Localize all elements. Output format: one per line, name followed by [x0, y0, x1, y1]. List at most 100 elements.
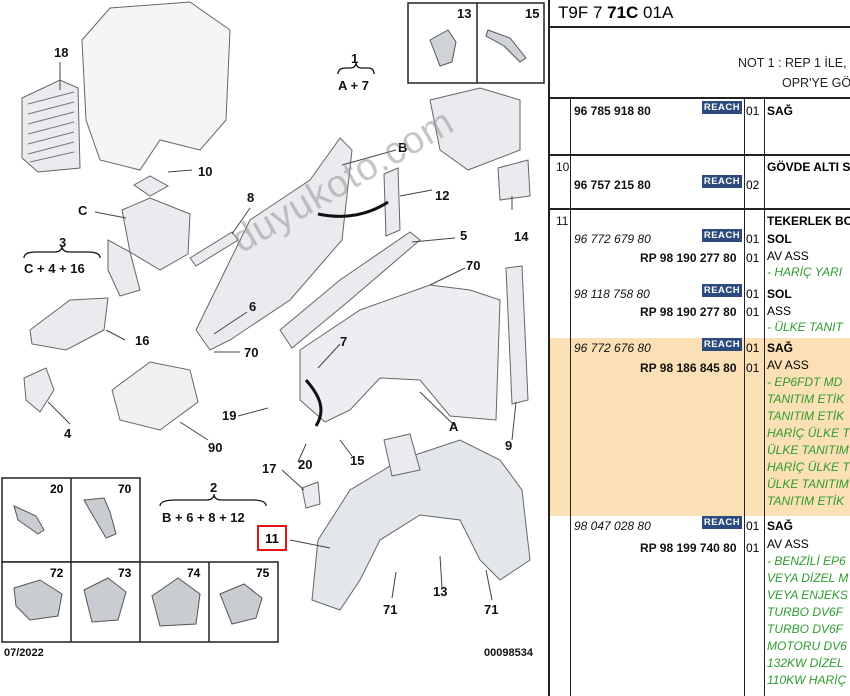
label-18: 18	[54, 45, 69, 60]
reach-badge: REACH	[702, 229, 742, 242]
note-text: - EP6FDT MD	[767, 375, 843, 389]
reach-badge: REACH	[702, 175, 742, 188]
label-5: 5	[460, 228, 468, 243]
part-11-top	[383, 433, 421, 477]
label-1: 1	[351, 51, 359, 66]
label-A: A	[449, 419, 459, 434]
description: SAĞ	[767, 104, 794, 118]
header-prefix: T9F 7	[558, 3, 608, 22]
label-16: 16	[135, 333, 150, 348]
part-11-liner	[311, 439, 531, 611]
label-20: 20	[298, 457, 313, 472]
grid-part-icons	[13, 497, 263, 627]
part-number[interactable]: 98 118 758 80	[574, 287, 650, 301]
grid-label-20: 20	[50, 482, 64, 496]
label-B: B	[398, 140, 408, 155]
header-suffix: 01A	[638, 3, 674, 22]
label-70-a: 70	[466, 258, 481, 273]
replacement-number[interactable]: RP 98 186 845 80	[640, 361, 737, 375]
part-18-grille	[21, 79, 81, 173]
diagram-code: 00098534	[484, 647, 533, 659]
arrow-12	[317, 200, 389, 218]
part-B-apron	[195, 137, 353, 351]
diagram-drawing	[1, 1, 545, 643]
note-text: 110KW HARİÇ	[767, 673, 847, 687]
part-5-rail	[279, 231, 421, 349]
part-11-callout[interactable]: 11	[257, 525, 287, 551]
quantity: 01	[746, 361, 760, 375]
note-line-2: OPR'YE GÖ	[782, 76, 850, 90]
part-8-strip	[189, 231, 239, 267]
part-9-trim	[505, 265, 529, 405]
part-14-bracket	[497, 159, 531, 201]
part-1-wheelhouse	[81, 1, 231, 171]
header-bold: 71C	[607, 3, 639, 22]
parts-table: T9F 7 71C 01A NOT 1 : REP 1 İLE, OPR'YE …	[548, 0, 850, 696]
label-9: 9	[505, 438, 513, 453]
note-text: VEYA ENJEKS	[767, 588, 848, 602]
description: AV ASS	[767, 358, 809, 372]
label-2: 2	[210, 480, 218, 495]
quantity: 01	[746, 232, 760, 246]
quantity: 01	[746, 104, 760, 118]
label-13-b: 13	[433, 584, 448, 599]
ref-number: 10	[556, 160, 570, 174]
highlight-row	[550, 338, 850, 516]
leader-lines	[47, 62, 517, 601]
arrow-19	[304, 379, 323, 427]
fastener-box	[407, 2, 545, 84]
description: SOL	[767, 232, 792, 246]
replacement-number[interactable]: RP 98 199 740 80	[640, 541, 737, 555]
table-header: T9F 7 71C 01A	[550, 0, 850, 26]
part-12-strip	[383, 167, 401, 237]
fastener-icons	[429, 29, 527, 67]
col-divider	[744, 97, 745, 696]
diagram-date: 07/2022	[4, 647, 44, 659]
grid-label-72: 72	[50, 566, 64, 580]
label-C: C	[78, 203, 88, 218]
part-number[interactable]: 96 772 679 80	[574, 232, 651, 246]
note-text: - BENZİLİ EP6	[767, 554, 846, 568]
ref-number: 11	[556, 214, 569, 228]
part-number[interactable]: 96 757 215 80	[574, 178, 651, 192]
note-line-1: NOT 1 : REP 1 İLE,	[738, 56, 847, 70]
col-divider	[764, 97, 765, 696]
label-19: 19	[222, 408, 237, 423]
replacement-number[interactable]: RP 98 190 277 80	[640, 305, 737, 319]
label-4: 4	[64, 426, 72, 441]
label-3-sub: C + 4 + 16	[24, 261, 85, 276]
grille-slats	[27, 91, 75, 163]
description: SAĞ	[767, 519, 794, 533]
note-text: - HARİÇ YARI	[767, 265, 843, 279]
grid-label-74: 74	[187, 566, 201, 580]
label-8: 8	[247, 190, 255, 205]
label-15-top: 15	[525, 6, 540, 21]
description: SAĞ	[767, 341, 794, 355]
divider	[550, 97, 850, 99]
label-71-a: 71	[383, 602, 398, 617]
note-text: MOTORU DV6	[767, 639, 847, 653]
note-text: TURBO DV6F	[767, 605, 844, 619]
part-16-plate	[29, 297, 109, 351]
label-6: 6	[249, 299, 257, 314]
label-3: 3	[59, 235, 67, 250]
note-text: ÜLKE TANITIM	[767, 477, 849, 491]
divider	[550, 26, 850, 28]
description: ASS	[767, 304, 792, 318]
part-10-bracket	[133, 175, 170, 197]
description: AV ASS	[767, 249, 809, 263]
part-number[interactable]: 96 785 918 80	[574, 104, 651, 118]
part-number[interactable]: 98 047 028 80	[574, 519, 651, 533]
part-C-leg	[107, 239, 141, 297]
part-1-bracket	[429, 87, 521, 171]
label-1-sub: A + 7	[338, 78, 369, 93]
quantity: 02	[746, 178, 760, 192]
part-4-bracket	[23, 367, 55, 413]
reach-badge: REACH	[702, 516, 742, 529]
part-90-kit	[111, 361, 199, 431]
group-braces	[23, 61, 375, 507]
label-17: 17	[262, 461, 277, 476]
replacement-number[interactable]: RP 98 190 277 80	[640, 251, 737, 265]
part-number[interactable]: 96 772 676 80	[574, 341, 651, 355]
divider	[550, 208, 850, 210]
